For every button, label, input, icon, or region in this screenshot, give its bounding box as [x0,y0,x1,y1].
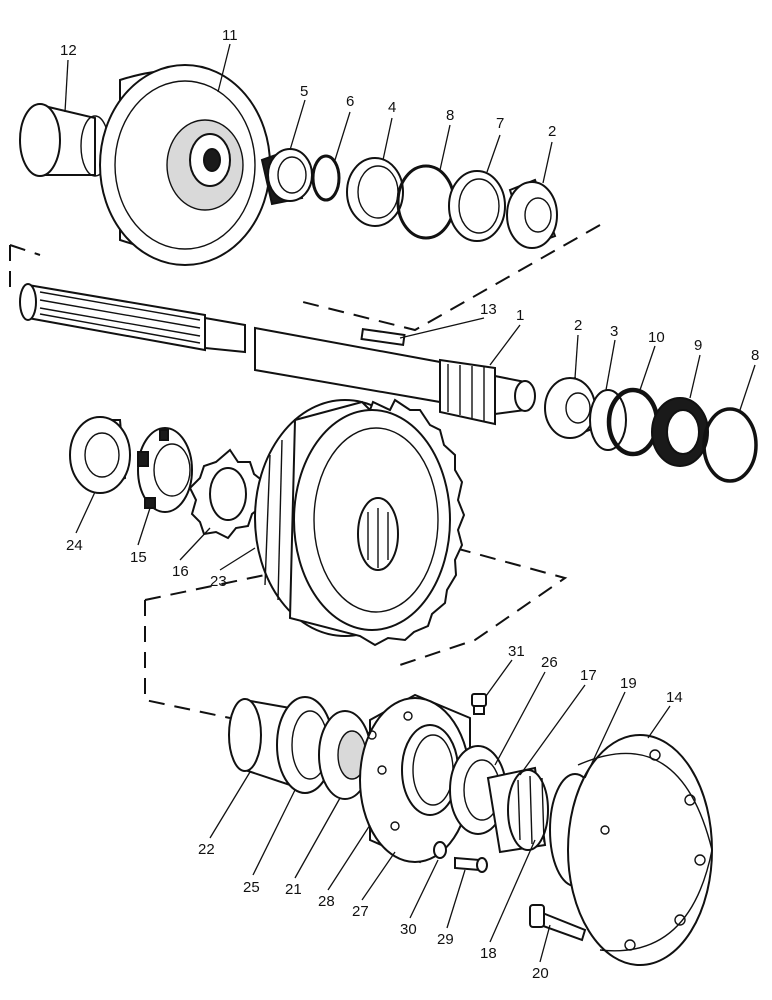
callout-22: 22 [198,841,215,858]
bearing-upper-part [506,178,558,249]
upper-dashed-boundary [9,224,601,332]
drum-housing-part [99,64,271,266]
shaft-key-part [360,327,406,347]
callout-10: 10 [648,329,665,346]
callout-9: 9 [694,337,702,354]
callout-12: 12 [60,42,77,59]
callout-1: 1 [516,307,524,324]
callout-29: 29 [437,931,454,948]
circlip-upper-part [396,164,456,240]
spur-gear-part [254,398,466,647]
callout-3: 3 [610,323,618,340]
leader-lines [64,43,756,963]
race-ring-part [346,157,404,227]
callout-17: 17 [580,667,597,684]
seal-ring-left-part [276,696,334,794]
bearing-sleeve-part [260,148,313,206]
seal-washer-part [651,397,709,467]
lock-washer-part [188,448,266,540]
hub-carrier-part [359,693,471,864]
middle-dashed-boundary [144,547,568,719]
callout-25: 25 [243,879,260,896]
callout-19: 19 [620,675,637,692]
callout-13: 13 [480,301,497,318]
screw-part [454,856,488,873]
bushing-part [19,103,110,177]
grease-nipple-part [471,693,487,715]
callout-8-right: 8 [751,347,759,364]
flange-disc-part [567,734,713,966]
callout-5: 5 [300,83,308,100]
callout-11: 11 [222,27,238,44]
snap-ring-small-part [311,154,341,202]
bolt-part [529,904,587,942]
callout-8: 8 [446,107,454,124]
callout-15: 15 [130,549,147,566]
washer-part [433,841,447,859]
callout-16: 16 [172,563,189,580]
bearing-right-part [544,376,597,439]
callout-26: 26 [541,654,558,671]
callout-30: 30 [400,921,417,938]
thrust-washer-part [448,170,506,242]
callout-2-right: 2 [574,317,582,334]
callout-28: 28 [318,893,335,910]
callout-6: 6 [346,93,354,110]
splined-shaft-part [19,283,536,426]
bearing-left-part [69,416,131,494]
lock-nut-part [137,427,193,513]
callout-27: 27 [352,903,369,920]
callout-14: 14 [666,689,683,706]
bearing-cone-part [318,710,372,800]
splined-hub-part [486,766,549,854]
callout-4: 4 [388,99,396,116]
callout-21: 21 [285,881,302,898]
callout-23: 23 [210,573,227,590]
callout-31: 31 [508,643,525,660]
callout-2: 2 [548,123,556,140]
callout-18: 18 [480,945,497,962]
callout-24: 24 [66,537,83,554]
callout-20: 20 [532,965,549,982]
circlip-right-part [702,407,758,483]
callout-7: 7 [496,115,504,132]
